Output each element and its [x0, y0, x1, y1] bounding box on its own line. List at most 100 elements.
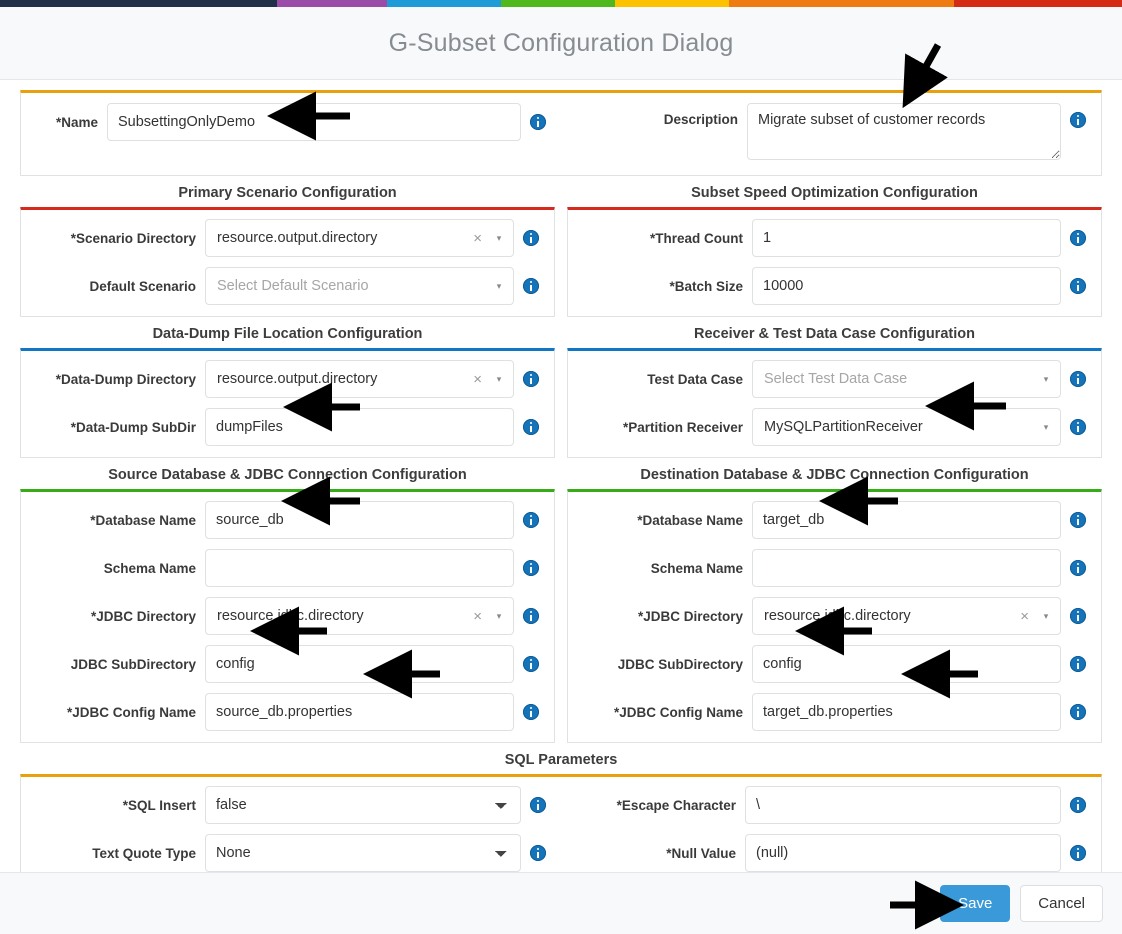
info-icon[interactable]	[1070, 560, 1086, 577]
source-jdbc-subdirectory-input[interactable]	[205, 645, 514, 683]
info-icon[interactable]	[1070, 230, 1086, 247]
clear-icon[interactable]: ×	[1020, 607, 1029, 625]
source-database-name-label: *Database Name	[90, 512, 196, 528]
clear-icon[interactable]: ×	[473, 370, 482, 388]
source-schema-name-label: Schema Name	[103, 560, 196, 576]
info-icon[interactable]	[1070, 512, 1086, 529]
chevron-down-icon[interactable]: ▾	[496, 232, 502, 243]
dest-jdbc-config-name-info[interactable]	[1061, 704, 1095, 721]
field-source-jdbc-config-name: *JDBC Config Name	[27, 693, 548, 731]
null-value-info[interactable]	[1061, 845, 1095, 862]
name-input[interactable]	[107, 103, 521, 141]
scenario-directory-info[interactable]	[514, 230, 548, 247]
info-icon[interactable]	[1070, 112, 1086, 129]
description-textarea[interactable]: Migrate subset of customer records	[747, 103, 1061, 160]
null-value-input[interactable]	[745, 834, 1061, 872]
info-icon[interactable]	[530, 797, 546, 814]
text-quote-type-info[interactable]	[521, 845, 555, 862]
source-jdbc-directory-value: resource.jdbc.directory	[217, 608, 364, 624]
source-database-name-input[interactable]	[205, 501, 514, 539]
field-data-dump-directory: *Data-Dump Directory resource.output.dir…	[27, 360, 548, 398]
batch-size-input[interactable]	[752, 267, 1061, 305]
partition-receiver-select[interactable]: MySQLPartitionReceiver ▾	[752, 408, 1061, 446]
chevron-down-icon[interactable]: ▾	[1043, 610, 1049, 621]
data-dump-directory-info[interactable]	[514, 371, 548, 388]
null-value-label: *Null Value	[666, 845, 736, 861]
source-schema-name-info[interactable]	[514, 560, 548, 577]
dest-database-name-info[interactable]	[1061, 512, 1095, 529]
field-description: Description Migrate subset of customer r…	[567, 103, 1095, 163]
name-info[interactable]	[521, 114, 555, 131]
info-icon[interactable]	[523, 560, 539, 577]
info-icon[interactable]	[523, 608, 539, 625]
info-icon[interactable]	[1070, 656, 1086, 673]
description-info[interactable]	[1061, 103, 1095, 129]
dest-jdbc-config-name-label: *JDBC Config Name	[613, 704, 743, 720]
dest-jdbc-subdirectory-input[interactable]	[752, 645, 1061, 683]
test-data-case-info[interactable]	[1061, 371, 1095, 388]
dest-jdbc-subdirectory-label: JDBC SubDirectory	[617, 656, 743, 672]
info-icon[interactable]	[523, 230, 539, 247]
info-icon[interactable]	[523, 704, 539, 721]
test-data-case-label: Test Data Case	[647, 371, 743, 387]
default-scenario-label: Default Scenario	[89, 278, 196, 294]
cancel-button[interactable]: Cancel	[1020, 885, 1103, 922]
subset-speed-panel: *Thread Count *Batch Size	[567, 207, 1102, 317]
text-quote-type-select[interactable]: None	[205, 834, 521, 872]
sql-insert-info[interactable]	[521, 797, 555, 814]
data-dump-subdir-input[interactable]	[205, 408, 514, 446]
dest-jdbc-directory-info[interactable]	[1061, 608, 1095, 625]
data-dump-subdir-info[interactable]	[514, 419, 548, 436]
data-dump-directory-select[interactable]: resource.output.directory × ▾	[205, 360, 514, 398]
sql-insert-select[interactable]: false	[205, 786, 521, 824]
info-icon[interactable]	[1070, 797, 1086, 814]
thread-count-info[interactable]	[1061, 230, 1095, 247]
scenario-directory-value: resource.output.directory	[217, 230, 378, 246]
chevron-down-icon[interactable]: ▾	[1043, 421, 1049, 432]
dest-jdbc-subdirectory-info[interactable]	[1061, 656, 1095, 673]
info-icon[interactable]	[523, 278, 539, 295]
info-icon[interactable]	[530, 845, 546, 862]
field-source-jdbc-subdirectory: JDBC SubDirectory	[27, 645, 548, 683]
scenario-directory-select[interactable]: resource.output.directory × ▾	[205, 219, 514, 257]
info-icon[interactable]	[523, 656, 539, 673]
info-icon[interactable]	[1070, 371, 1086, 388]
info-icon[interactable]	[1070, 845, 1086, 862]
source-jdbc-subdirectory-info[interactable]	[514, 656, 548, 673]
partition-receiver-info[interactable]	[1061, 419, 1095, 436]
dest-schema-name-info[interactable]	[1061, 560, 1095, 577]
chevron-down-icon[interactable]: ▾	[1043, 373, 1049, 384]
info-icon[interactable]	[1070, 704, 1086, 721]
chevron-down-icon[interactable]: ▾	[496, 610, 502, 621]
source-jdbc-config-name-info[interactable]	[514, 704, 548, 721]
default-scenario-info[interactable]	[514, 278, 548, 295]
info-icon[interactable]	[523, 371, 539, 388]
accent-segment-2	[277, 0, 387, 7]
info-icon[interactable]	[530, 114, 546, 131]
dest-schema-name-input[interactable]	[752, 549, 1061, 587]
clear-icon[interactable]: ×	[473, 229, 482, 247]
default-scenario-select[interactable]: Select Default Scenario ▾	[205, 267, 514, 305]
source-jdbc-directory-info[interactable]	[514, 608, 548, 625]
clear-icon[interactable]: ×	[473, 607, 482, 625]
source-jdbc-config-name-input[interactable]	[205, 693, 514, 731]
batch-size-info[interactable]	[1061, 278, 1095, 295]
save-button[interactable]: Save	[940, 885, 1011, 922]
info-icon[interactable]	[1070, 419, 1086, 436]
source-database-name-info[interactable]	[514, 512, 548, 529]
info-icon[interactable]	[1070, 278, 1086, 295]
info-icon[interactable]	[523, 512, 539, 529]
dest-jdbc-directory-select[interactable]: resource.jdbc.directory × ▾	[752, 597, 1061, 635]
chevron-down-icon[interactable]: ▾	[496, 280, 502, 291]
escape-character-input[interactable]	[745, 786, 1061, 824]
test-data-case-select[interactable]: Select Test Data Case ▾	[752, 360, 1061, 398]
source-schema-name-input[interactable]	[205, 549, 514, 587]
escape-character-info[interactable]	[1061, 797, 1095, 814]
source-jdbc-directory-select[interactable]: resource.jdbc.directory × ▾	[205, 597, 514, 635]
thread-count-input[interactable]	[752, 219, 1061, 257]
dest-database-name-input[interactable]	[752, 501, 1061, 539]
info-icon[interactable]	[1070, 608, 1086, 625]
chevron-down-icon[interactable]: ▾	[496, 373, 502, 384]
dest-jdbc-config-name-input[interactable]	[752, 693, 1061, 731]
info-icon[interactable]	[523, 419, 539, 436]
